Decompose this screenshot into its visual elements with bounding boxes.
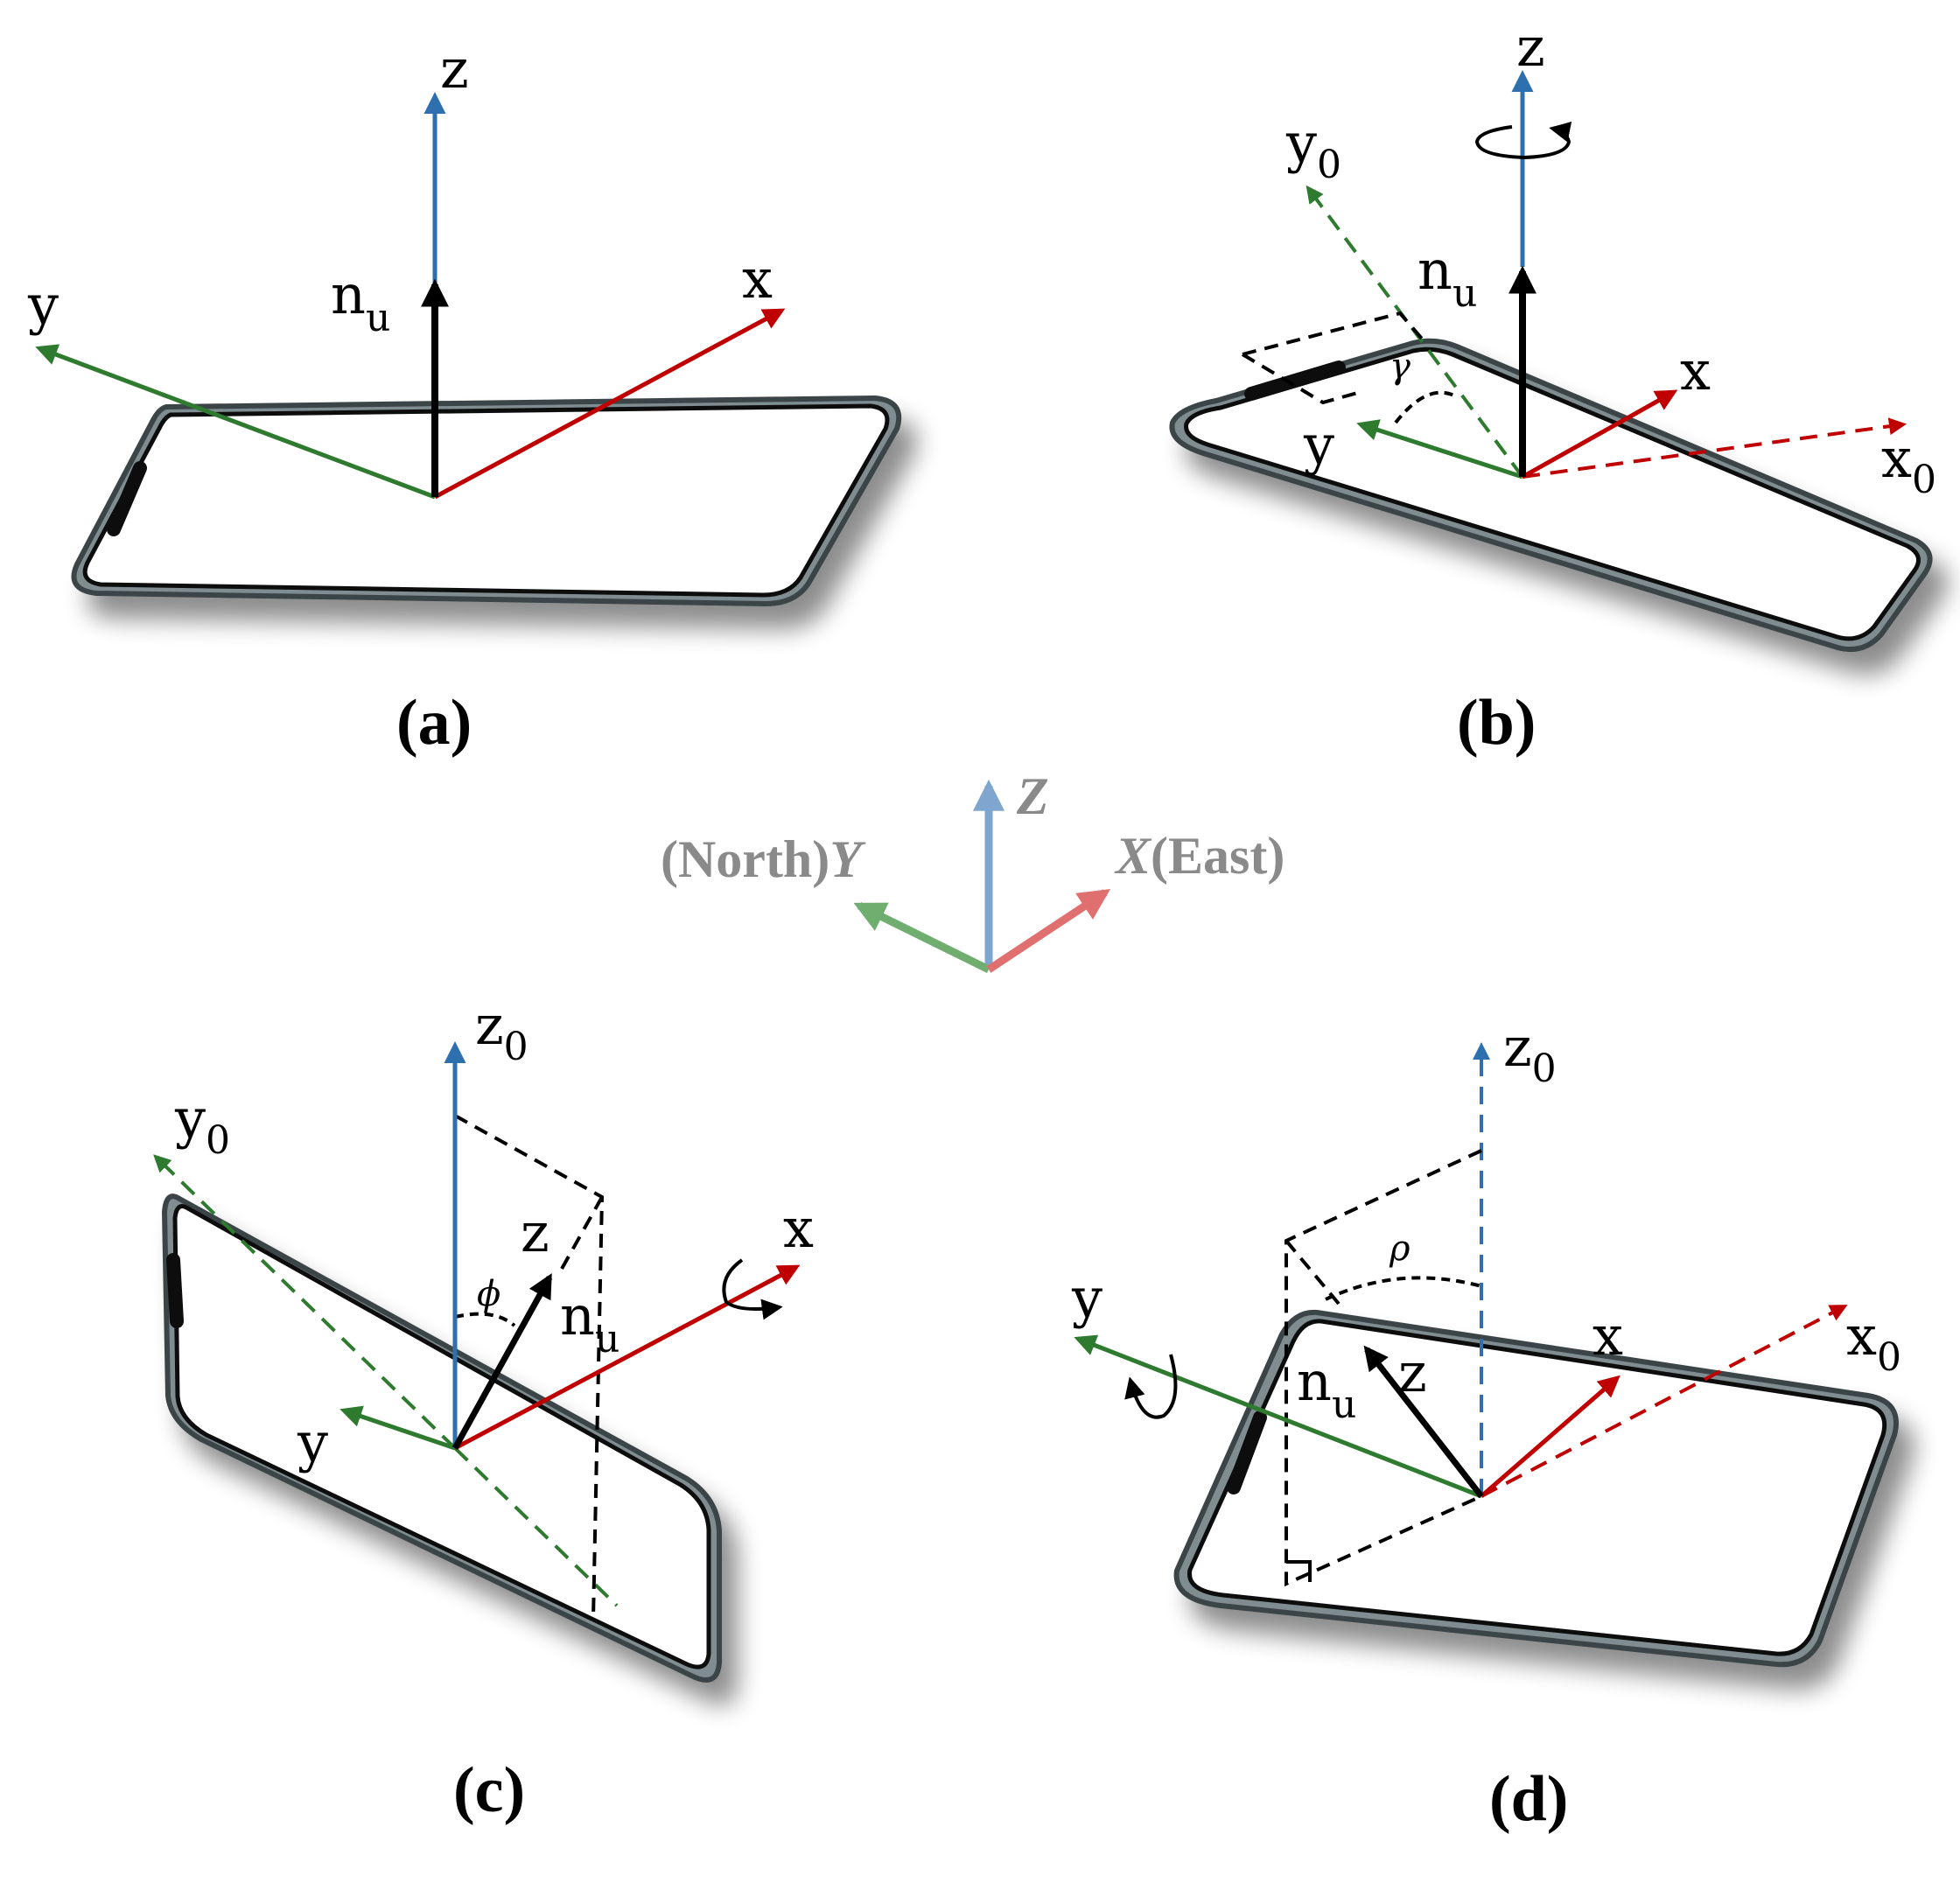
label-n-d: nu bbox=[1297, 1349, 1356, 1427]
label-y-d: y bbox=[1071, 1266, 1102, 1330]
label-x0-d: x0 bbox=[1846, 1304, 1901, 1380]
label-z0-c: z0 bbox=[475, 993, 528, 1069]
angle-phi-c: ϕ bbox=[477, 1274, 500, 1314]
projection-box-d bbox=[1284, 1149, 1482, 1587]
axis-x-c bbox=[453, 1264, 801, 1451]
panel-a: z x y nu (a) bbox=[27, 37, 902, 759]
label-n-b: nu bbox=[1418, 238, 1477, 316]
axis-y0-c-ext bbox=[453, 1446, 619, 1607]
label-x-d: x bbox=[1592, 1304, 1623, 1368]
label-x-c: x bbox=[783, 1196, 814, 1260]
label-x-b: x bbox=[1680, 339, 1711, 402]
axis-y-b bbox=[1356, 419, 1523, 480]
right-angle-d bbox=[1286, 1560, 1312, 1582]
world-axis-y bbox=[853, 901, 990, 974]
label-z-b: z bbox=[1516, 15, 1545, 79]
angle-rho-d: ρ bbox=[1389, 1228, 1410, 1269]
label-y-c: y bbox=[297, 1410, 328, 1474]
label-y0-c: y0 bbox=[174, 1087, 230, 1163]
label-x-a: x bbox=[742, 247, 773, 311]
label-z0-d: z0 bbox=[1503, 1015, 1557, 1091]
label-y-a: y bbox=[27, 273, 59, 337]
rotate-around-y-icon bbox=[1124, 1354, 1178, 1419]
axis-x0-d bbox=[1480, 1305, 1848, 1498]
normal-d bbox=[1363, 1345, 1484, 1499]
panel-c: z0 y0 z x y nu ϕ (c) bbox=[153, 993, 814, 1826]
label-y0-b: y0 bbox=[1285, 111, 1341, 187]
caption-d: (d) bbox=[1489, 1763, 1568, 1835]
axis-x0-b bbox=[1522, 417, 1907, 479]
label-z-d: z bbox=[1398, 1340, 1427, 1404]
caption-a: (a) bbox=[396, 687, 472, 759]
label-n-a: nu bbox=[331, 262, 390, 340]
caption-c: (c) bbox=[453, 1754, 525, 1826]
phone-b bbox=[1169, 338, 1933, 653]
label-z-c: z bbox=[521, 1200, 550, 1264]
rotate-around-x-icon bbox=[722, 1258, 783, 1320]
phone-d bbox=[1173, 1309, 1899, 1668]
world-label-x: X(East) bbox=[1114, 827, 1284, 885]
axis-y-c bbox=[340, 1405, 456, 1451]
world-frame: Z (North)Y X(East) bbox=[661, 767, 1284, 974]
normal-c bbox=[452, 1273, 553, 1450]
projection-box-c bbox=[454, 1114, 605, 1620]
projection-box-b bbox=[1241, 311, 1424, 405]
world-axis-x bbox=[986, 889, 1111, 973]
axis-x-b bbox=[1521, 389, 1678, 480]
angle-gamma-b: γ bbox=[1390, 346, 1410, 387]
rotate-around-z-icon bbox=[1474, 122, 1572, 160]
caption-b: (b) bbox=[1457, 687, 1536, 759]
phone-c bbox=[161, 1194, 722, 1683]
axis-y0-c bbox=[153, 1154, 457, 1450]
world-label-y: (North)Y bbox=[661, 830, 866, 888]
angle-arc-c bbox=[454, 1312, 516, 1327]
axis-x-a bbox=[433, 308, 786, 500]
world-label-z: Z bbox=[1016, 767, 1049, 825]
panel-b: z x y nu x0 y0 γ (b) bbox=[1169, 15, 1936, 759]
label-y-b: y bbox=[1303, 413, 1334, 477]
angle-arc-d bbox=[1325, 1276, 1482, 1301]
axis-x-d bbox=[1480, 1375, 1620, 1498]
label-n-c: nu bbox=[560, 1284, 620, 1362]
angle-arc-b bbox=[1394, 390, 1455, 424]
label-z-a: z bbox=[440, 37, 469, 101]
axis-y-a bbox=[35, 344, 436, 500]
phone-a bbox=[71, 395, 902, 607]
axis-y-d bbox=[1074, 1334, 1482, 1499]
label-x0-b: x0 bbox=[1881, 426, 1936, 502]
panel-d: z0 x0 x y z nu ρ (d) bbox=[1071, 1015, 1901, 1835]
